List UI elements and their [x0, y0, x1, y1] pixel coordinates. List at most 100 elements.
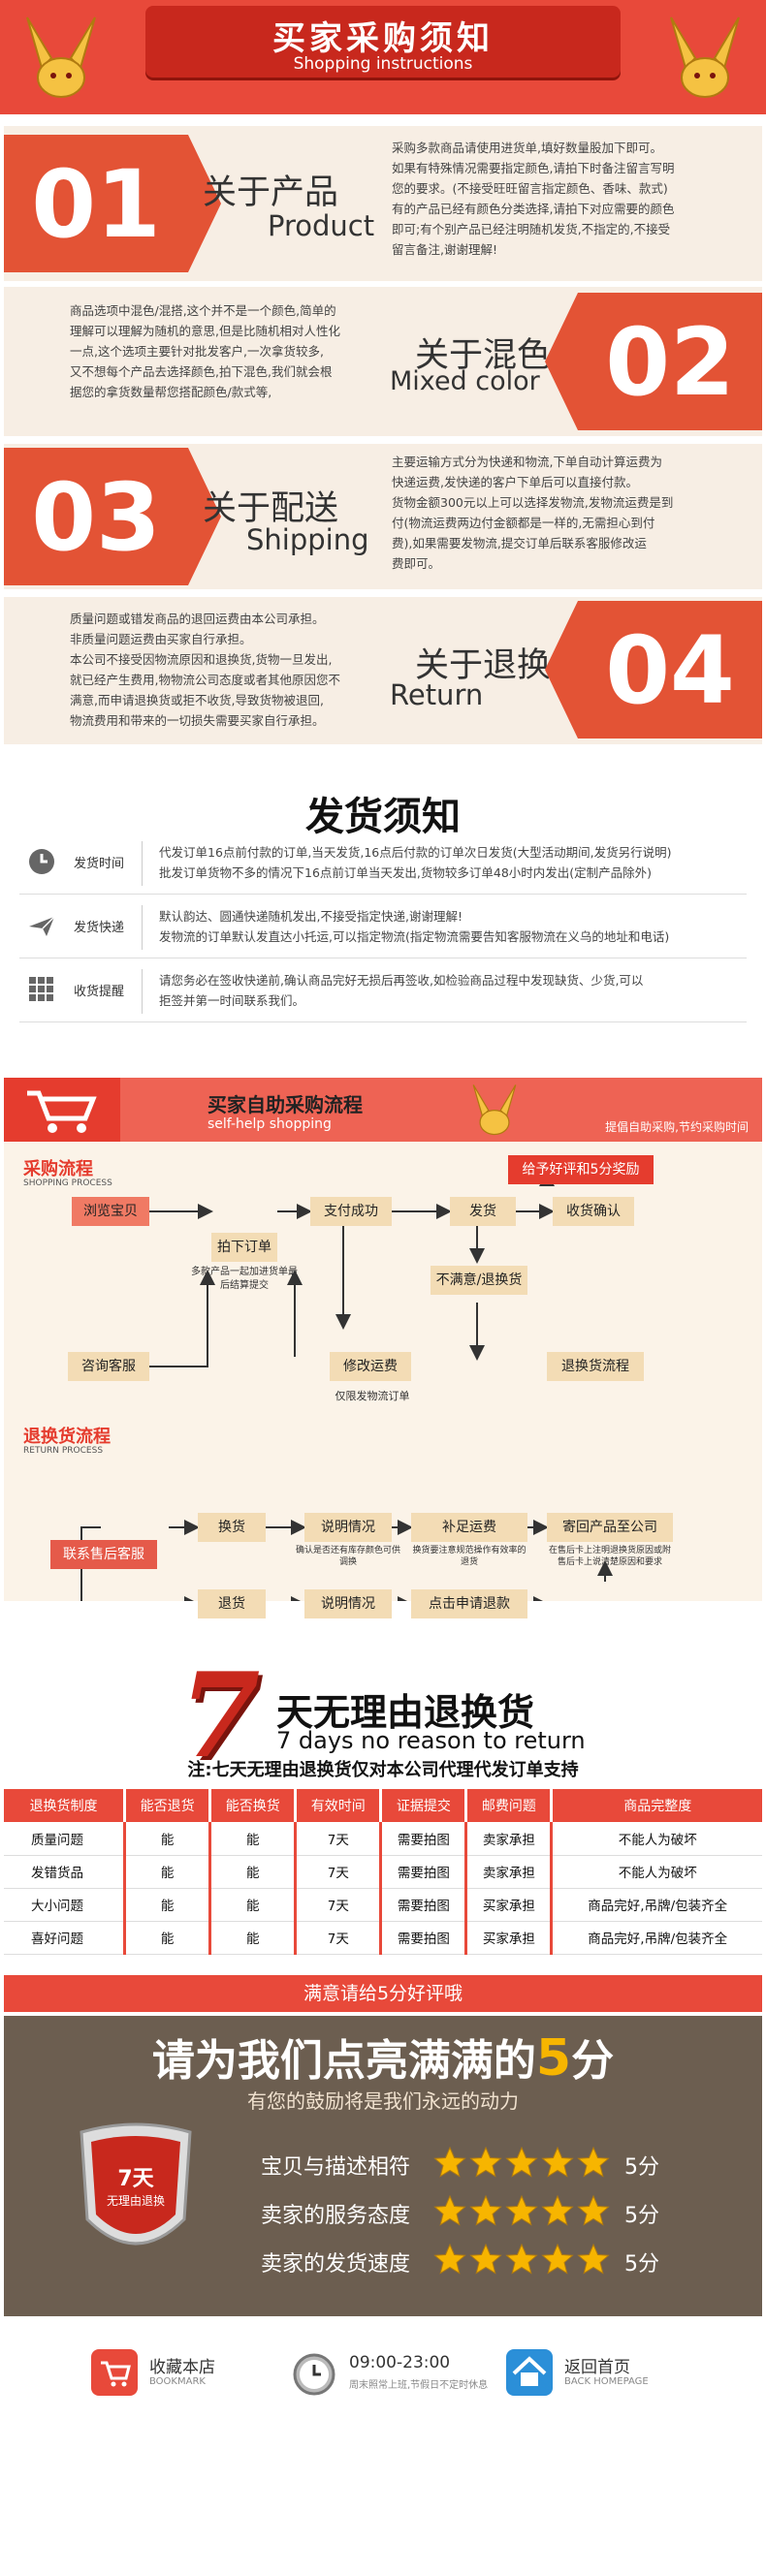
header-banner: 买家采购须知 Shopping instructions	[0, 0, 766, 114]
flow-exchange: 换货	[198, 1513, 266, 1542]
table-header-cell: 商品完整度	[551, 1789, 762, 1822]
section-number-badge: 03	[4, 448, 188, 585]
section-number-badge: 04	[578, 601, 762, 738]
grid-icon	[29, 977, 53, 1001]
star-rating	[433, 2243, 613, 2279]
flow-browse: 浏览宝贝	[72, 1197, 149, 1226]
flow-fill-freight: 补足运费	[411, 1513, 527, 1542]
flow-return: 退换货流程	[547, 1352, 644, 1381]
table-cell: 能	[124, 1888, 212, 1922]
page-title: 买家采购须知	[272, 19, 494, 58]
table-header-cell: 退换货制度	[4, 1789, 127, 1822]
table-cell: 不能人为破坏	[551, 1822, 762, 1856]
shipping-row-courier: 发货快递 默认韵达、圆通快递随机发出,不接受指定快递,谢谢理解!发物流的订单默认…	[27, 903, 745, 954]
flow-receive: 收货确认	[553, 1197, 634, 1226]
table-cell: 买家承担	[465, 1888, 554, 1922]
five-star-request: 满意请给5分好评哦	[4, 1975, 762, 2012]
cart-icon	[4, 1078, 120, 1142]
section-text: 采购多款商品请使用进货单,填好数量股加下即可。如果有特殊情况需要指定颜色,请拍下…	[392, 141, 675, 257]
self-help-flow: 买家自助采购流程 self-help shopping 提倡自助采购,节约采购时…	[4, 1078, 762, 1618]
table-cell: 需要拍图	[380, 1888, 468, 1922]
cart-icon	[91, 2349, 138, 2396]
table-cell: 7天	[295, 1921, 383, 1955]
star-icon	[541, 2194, 574, 2226]
flow-explain1: 说明情况	[304, 1513, 392, 1542]
flow-tagline: 提倡自助采购,节约采购时间	[605, 1120, 749, 1134]
seven-days-banner: 7 天无理由退换货 7 days no reason to return	[0, 1648, 766, 1784]
rating-subline: 有您的鼓励将是我们永远的动力	[247, 2089, 519, 2113]
section-title-en: Return	[390, 678, 484, 711]
star-icon	[505, 2194, 538, 2226]
footer: 收藏本店 BOOKMARK 09:00-23:00 周末照常上班,节假日不定时休…	[0, 2326, 766, 2423]
section-title-en: Shipping	[246, 523, 369, 556]
star-icon	[469, 2243, 502, 2275]
section-title-cn: 关于混色	[415, 336, 552, 375]
table-header-cell: 能否换货	[209, 1789, 298, 1822]
table-cell: 需要拍图	[380, 1822, 468, 1856]
table-cell: 7天	[295, 1855, 383, 1889]
table-cell: 需要拍图	[380, 1855, 468, 1889]
clock-icon	[29, 849, 54, 874]
section-title-cn: 关于产品	[203, 173, 339, 212]
section-mixed-color: 商品选项中混色/混搭,这个并不是一个颜色,简单的理解可以理解为随机的意思,但是比…	[4, 287, 762, 436]
flow-praise: 给予好评和5分奖励	[508, 1155, 654, 1184]
flow-explain2: 说明情况	[304, 1589, 392, 1618]
table-cell: 大小问题	[4, 1888, 127, 1922]
section-text: 主要运输方式分为快递和物流,下单自动计算运费为快递运费,发快递的客户下单后可以直…	[392, 455, 674, 571]
flow-modify: 修改运费	[330, 1352, 411, 1381]
flow-subtitle: self-help shopping	[207, 1116, 332, 1132]
seven-days-subtitle: 7 days no reason to return	[276, 1727, 586, 1754]
table-cell: 商品完好,吊牌/包装齐全	[551, 1921, 762, 1955]
table-header-cell: 邮费问题	[465, 1789, 554, 1822]
table-cell: 能	[209, 1822, 298, 1856]
bunny-logo-icon	[661, 10, 749, 105]
alarm-clock-icon	[293, 2353, 335, 2396]
bunny-logo-icon	[472, 1084, 517, 1136]
table-cell: 喜好问题	[4, 1921, 127, 1955]
star-icon	[433, 2194, 466, 2226]
star-rating	[433, 2146, 613, 2183]
page-subtitle: Shopping instructions	[293, 54, 473, 74]
flow-after-sale: 联系售后客服	[50, 1540, 157, 1569]
star-rating	[433, 2194, 613, 2231]
flow-ship: 发货	[450, 1197, 516, 1226]
table-cell: 能	[124, 1855, 212, 1889]
table-cell: 质量问题	[4, 1822, 127, 1856]
star-icon	[541, 2146, 574, 2178]
star-icon	[433, 2146, 466, 2178]
header-ribbon	[145, 6, 621, 78]
section-return: 质量问题或错发商品的退回运费由本公司承担。非质量问题运费由买家自行承担。本公司不…	[4, 597, 762, 744]
star-icon	[577, 2243, 610, 2275]
section-text: 质量问题或错发商品的退回运费由本公司承担。非质量问题运费由买家自行承担。本公司不…	[70, 612, 340, 728]
table-cell: 能	[209, 1855, 298, 1889]
table-cell: 能	[124, 1822, 212, 1856]
bunny-logo-icon	[17, 10, 105, 105]
section-title-cn: 关于配送	[203, 489, 339, 528]
star-icon	[469, 2194, 502, 2226]
flow-contact: 咨询客服	[68, 1352, 149, 1381]
table-cell: 不能人为破坏	[551, 1855, 762, 1889]
table-cell: 能	[209, 1921, 298, 1955]
star-icon	[433, 2243, 466, 2275]
seven-days-title: 天无理由退换货	[276, 1691, 535, 1734]
section-number-badge: 02	[578, 293, 762, 430]
shipping-row-time: 发货时间 代发订单16点前付款的订单,当天发货,16点后付款的订单次日发货(大型…	[27, 839, 745, 890]
shield-badge-icon	[80, 2122, 192, 2246]
table-cell: 商品完好,吊牌/包装齐全	[551, 1888, 762, 1922]
flow-pay: 支付成功	[310, 1197, 392, 1226]
shipping-notes-title: 发货须知	[305, 795, 461, 839]
star-icon	[505, 2243, 538, 2275]
star-icon	[577, 2194, 610, 2226]
home-icon	[506, 2349, 553, 2396]
section-title-en: Product	[268, 209, 375, 242]
section-text: 商品选项中混色/混搭,这个并不是一个颜色,简单的理解可以理解为随机的意思,但是比…	[70, 303, 340, 399]
table-cell: 能	[124, 1921, 212, 1955]
star-icon	[541, 2243, 574, 2275]
return-flow-title: 退换货流程	[23, 1427, 111, 1447]
